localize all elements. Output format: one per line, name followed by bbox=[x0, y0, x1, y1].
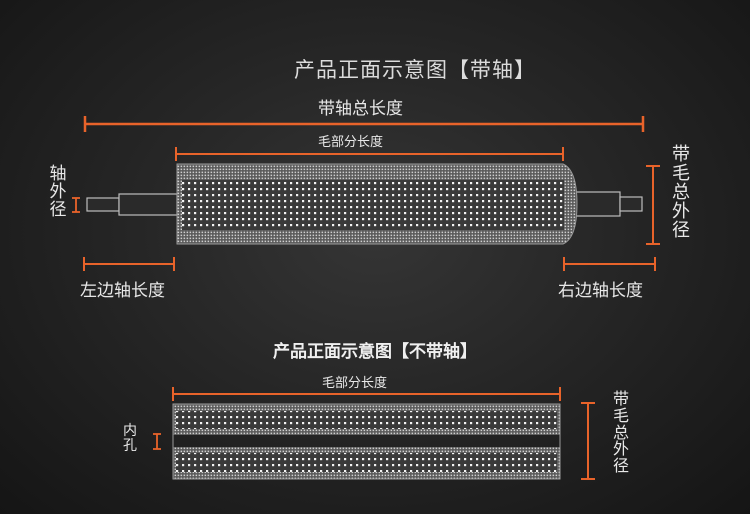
inner-hole-label: 内孔 bbox=[123, 423, 137, 454]
outer-diameter-dimension bbox=[646, 165, 660, 245]
left-shaft-length-dimension bbox=[83, 257, 175, 271]
title-without-shaft: 产品正面示意图【不带轴】 bbox=[273, 342, 477, 362]
bristle-length-dimension-lower bbox=[172, 387, 561, 401]
left-shaft bbox=[86, 193, 178, 216]
left-shaft-length-label: 左边轴长度 bbox=[80, 281, 165, 301]
bristle-length-label-lower: 毛部分长度 bbox=[322, 376, 388, 391]
title-with-shaft: 产品正面示意图【带轴】 bbox=[294, 58, 536, 82]
inner-hole-marker bbox=[153, 433, 161, 450]
bristle-roller-without-shaft bbox=[172, 403, 561, 480]
total-length-dimension bbox=[83, 116, 645, 132]
outer-diameter-label-lower: 带毛总外径 bbox=[612, 389, 629, 476]
shaft-outer-diameter-label: 轴外径 bbox=[49, 164, 67, 220]
outer-diameter-label: 带毛总外径 bbox=[672, 144, 690, 241]
bristle-length-label: 毛部分长度 bbox=[318, 135, 384, 150]
shaft-diameter-marker bbox=[72, 197, 80, 213]
bristle-length-dimension bbox=[175, 147, 564, 161]
bristle-roller-with-shaft bbox=[176, 163, 578, 245]
total-length-label: 带轴总长度 bbox=[318, 99, 403, 119]
right-shaft-length-dimension bbox=[563, 257, 656, 271]
right-shaft-length-label: 右边轴长度 bbox=[558, 281, 643, 301]
outer-diameter-dimension-lower bbox=[581, 402, 595, 480]
right-shaft bbox=[569, 191, 643, 217]
